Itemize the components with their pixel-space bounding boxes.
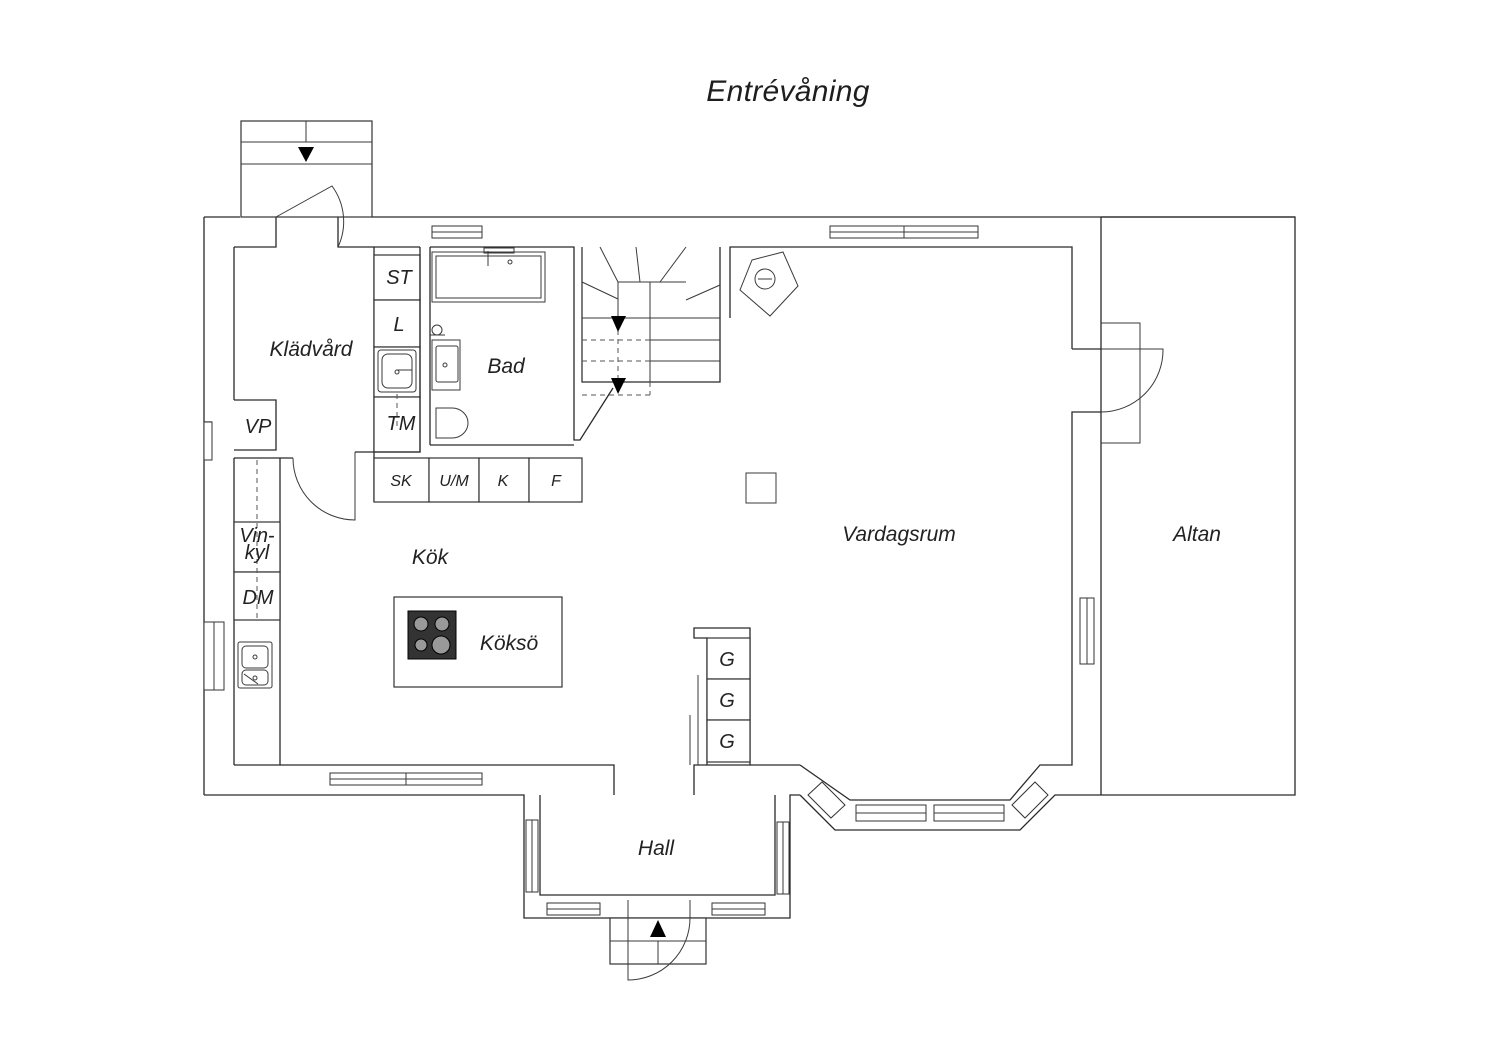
door-swing-icon [1100, 348, 1164, 413]
fixture-label-g3: G [719, 731, 735, 753]
plan-title: Entrévåning [706, 75, 869, 108]
column [745, 472, 777, 504]
staircase [581, 246, 721, 396]
door-swing-icon [275, 185, 345, 248]
laundry-column [373, 254, 421, 453]
sink-icon [430, 324, 461, 391]
fixture-label-dm: DM [242, 587, 273, 609]
entry-steps-bottom [609, 900, 707, 981]
toilet-icon [435, 407, 469, 439]
fixture-label-tm: TM [387, 413, 416, 435]
fixture-label-st: ST [386, 267, 413, 289]
stair-arrow-icon [298, 147, 314, 162]
fixture-label-vinkyl-1: Vin- [239, 525, 275, 547]
room-label-altan: Altan [1171, 523, 1221, 546]
door-swing-icon [627, 917, 691, 981]
fixture-label-k: K [498, 473, 510, 490]
fixture-labels: ST L TM VP SK U/M K F Vin- kyl DM G G G [239, 267, 734, 753]
fixture-label-f: F [551, 473, 562, 490]
kitchen-cabinets-top [373, 457, 583, 503]
fixture-label-um: U/M [439, 473, 469, 490]
sink-icon [377, 349, 417, 393]
stove-icon [407, 610, 457, 660]
balcony-door [1100, 322, 1164, 444]
stair-arrow-icon [611, 378, 626, 394]
fixture-label-g1: G [719, 649, 735, 671]
stair-arrow-icon [650, 920, 666, 937]
fixture-label-g2: G [719, 690, 735, 712]
room-label-koksö: Köksö [480, 632, 539, 655]
fixture-label-vinkyl-2: kyl [245, 542, 270, 564]
room-label-hall: Hall [638, 837, 676, 860]
bathtub-icon [431, 247, 546, 303]
fixture-label-sk: SK [390, 473, 413, 490]
room-labels: Klädvård Bad Kök Köksö Vardagsrum Altan … [270, 338, 1221, 860]
fixture-label-l: L [393, 314, 404, 336]
fireplace-icon [739, 251, 799, 317]
stair-arrow-icon [611, 316, 626, 332]
room-label-kok: Kök [412, 546, 450, 569]
windows [329, 225, 1095, 916]
room-label-vardagsrum: Vardagsrum [842, 523, 956, 546]
outer-walls [203, 216, 1296, 919]
kladvard-walls [203, 247, 375, 521]
entry-steps-top [240, 120, 373, 248]
sink-icon [237, 641, 273, 689]
kitchen-island [393, 596, 563, 688]
fixture-label-vp: VP [245, 416, 272, 438]
kitchen-cabinets-left [203, 460, 281, 691]
room-label-bad: Bad [487, 355, 526, 378]
hall-cabinets [689, 637, 751, 765]
room-label-kladvard: Klädvård [270, 338, 354, 361]
